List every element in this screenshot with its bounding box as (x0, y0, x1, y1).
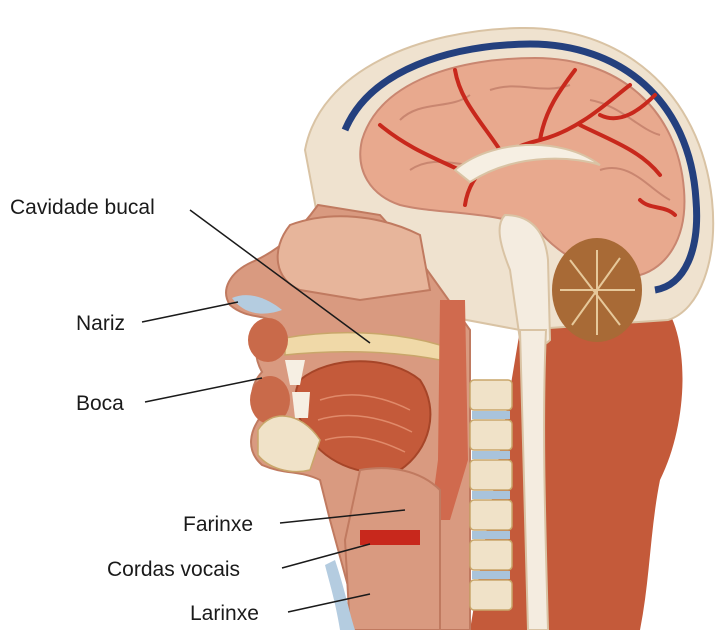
vocal-cords-structure (360, 530, 420, 545)
leader-nose (142, 302, 238, 322)
label-oral-cavity: Cavidade bucal (10, 197, 155, 218)
lower-teeth (292, 392, 310, 418)
nasal-cavity (278, 216, 430, 300)
leader-mouth (145, 378, 262, 402)
cerebellum (552, 238, 642, 342)
label-mouth: Boca (76, 393, 124, 414)
label-larynx: Larinxe (190, 603, 259, 624)
larynx-structure (345, 468, 440, 630)
label-nose: Nariz (76, 313, 125, 334)
label-pharynx: Farinxe (183, 514, 253, 535)
label-vocal-cords: Cordas vocais (107, 559, 240, 580)
upper-lip (248, 318, 288, 362)
